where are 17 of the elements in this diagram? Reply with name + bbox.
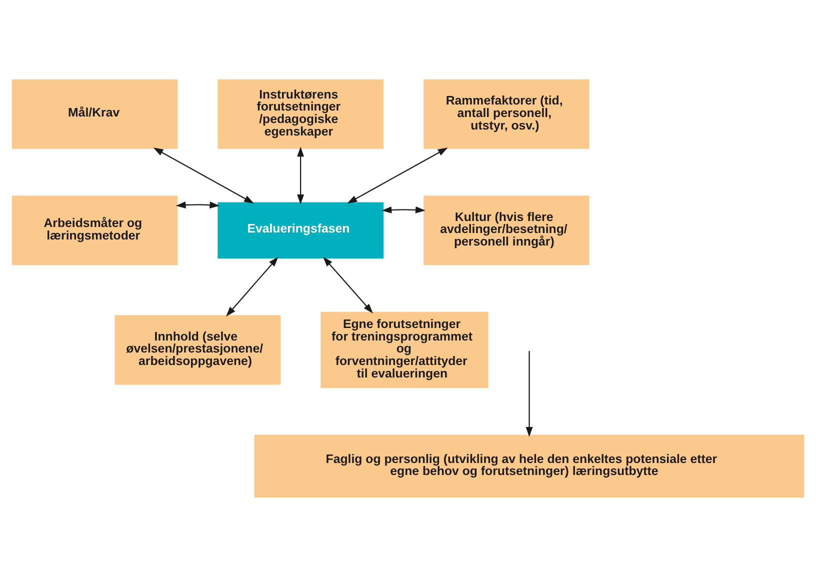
arrow	[297, 146, 304, 204]
arrow	[226, 256, 278, 317]
node-box: Innhold (selve øvelsen/prestasjonene/ arbeidsoppgavene)	[114, 315, 281, 385]
arrow	[176, 202, 220, 208]
arrow	[322, 256, 374, 314]
node-box: Instruktørens forutsetninger /pedagogiske egenskaper	[218, 79, 384, 149]
arrow	[153, 148, 254, 204]
node-box: Arbeidsmåter og læringsmetoder	[12, 196, 178, 266]
arrow	[347, 148, 448, 204]
arrow	[382, 206, 426, 214]
node-box: Rammefaktorer (tid, antall personell, utstyr, osv.)	[423, 79, 590, 149]
node-box: Egne forutsetninger for treningsprogrammet og forventninger/attityder til evalueringen	[320, 312, 488, 388]
node-box: Mål/Krav	[12, 79, 178, 149]
node-box: Kultur (hvis flere avdelinger/besetning/ personell inngår)	[423, 196, 590, 266]
node-box: Faglig og personlig (utvikling av hele den enkeltes potensiale etter egne behov og forutsetninger) læringsutbytte	[254, 434, 804, 498]
arrow	[526, 351, 533, 437]
node-box: Evalueringsfasen	[218, 202, 384, 258]
